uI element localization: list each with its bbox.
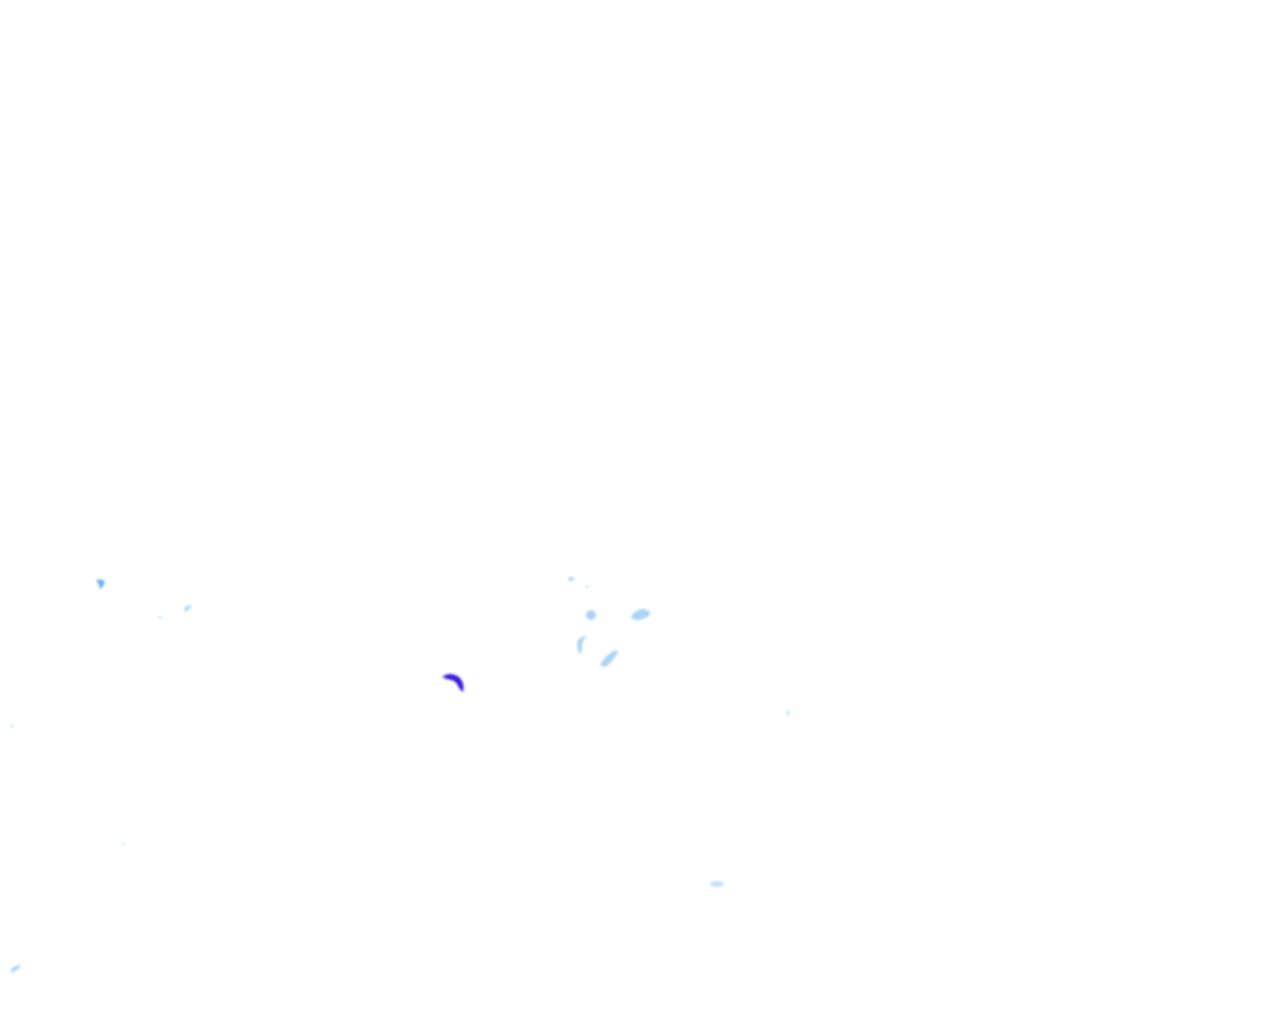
precip-cell (577, 636, 587, 655)
precip-cell (631, 609, 651, 620)
precip-cell (157, 616, 164, 619)
precip-cell-intense (442, 674, 464, 692)
precip-cell (568, 577, 574, 581)
precip-cell (710, 881, 724, 887)
precip-cell (96, 579, 105, 589)
precip-cell (121, 842, 126, 846)
precip-cell (585, 585, 589, 589)
precip-cell (184, 605, 192, 612)
precip-cell (11, 724, 13, 728)
precip-cell (10, 965, 21, 972)
precip-cell (786, 710, 790, 716)
precip-cell (600, 650, 618, 667)
precip-cell (586, 610, 596, 620)
